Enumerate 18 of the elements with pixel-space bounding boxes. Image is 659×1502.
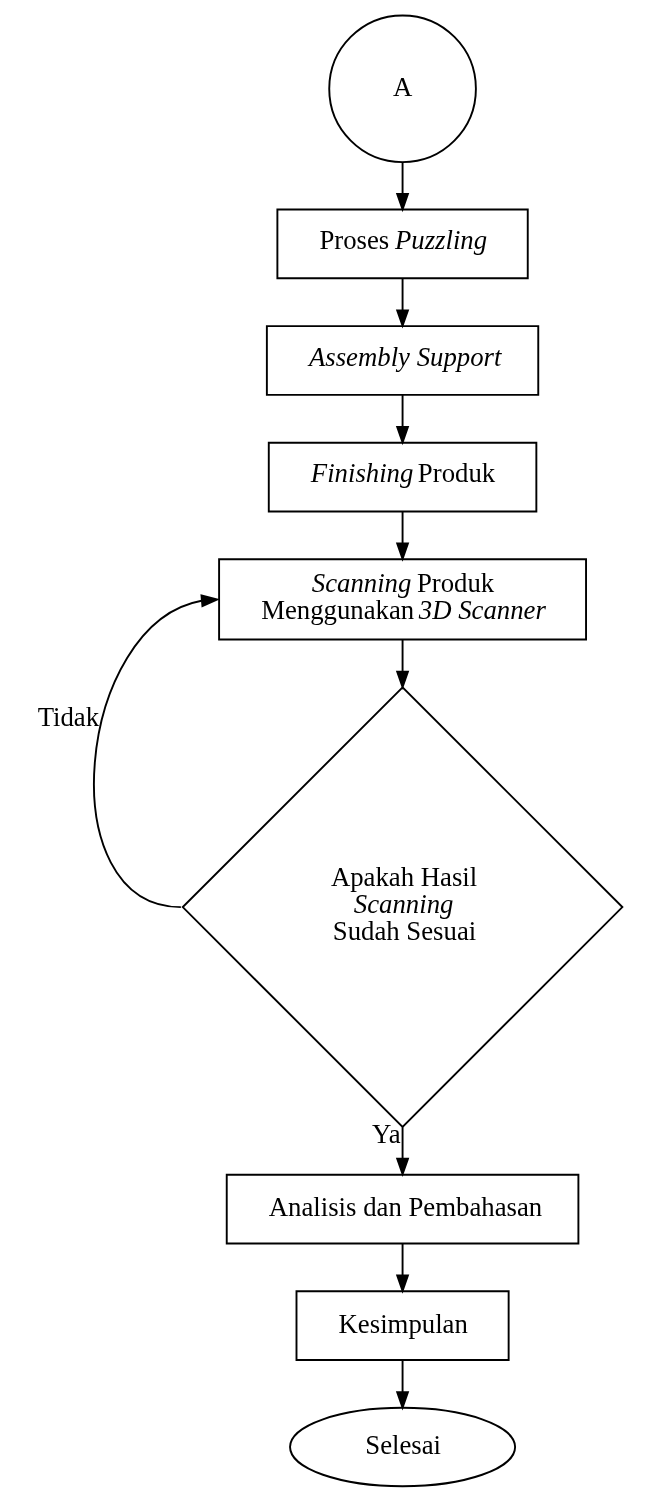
arrow [395,394,409,446]
arrow [93,594,220,909]
arrow [395,1126,409,1177]
node-box: Proses Puzzling [275,208,529,280]
node-box: Kesimpulan [295,1290,510,1361]
node-box: Finishing Produk [267,441,537,513]
node-box: Analisis dan Pembahasan [225,1173,579,1245]
arrow [395,511,409,562]
arrow [395,277,409,329]
node-ellipse: Selesai [288,1406,516,1488]
node-circle: A [327,14,477,164]
arrow [395,1359,409,1411]
arrow [395,1242,409,1294]
node-box: Scanning Produk Menggunakan 3D Scanner [217,558,587,641]
node-box: Assembly Support [265,325,539,396]
arrow [395,160,409,213]
edge-label: Tidak [37,702,99,733]
arrow [395,638,409,690]
